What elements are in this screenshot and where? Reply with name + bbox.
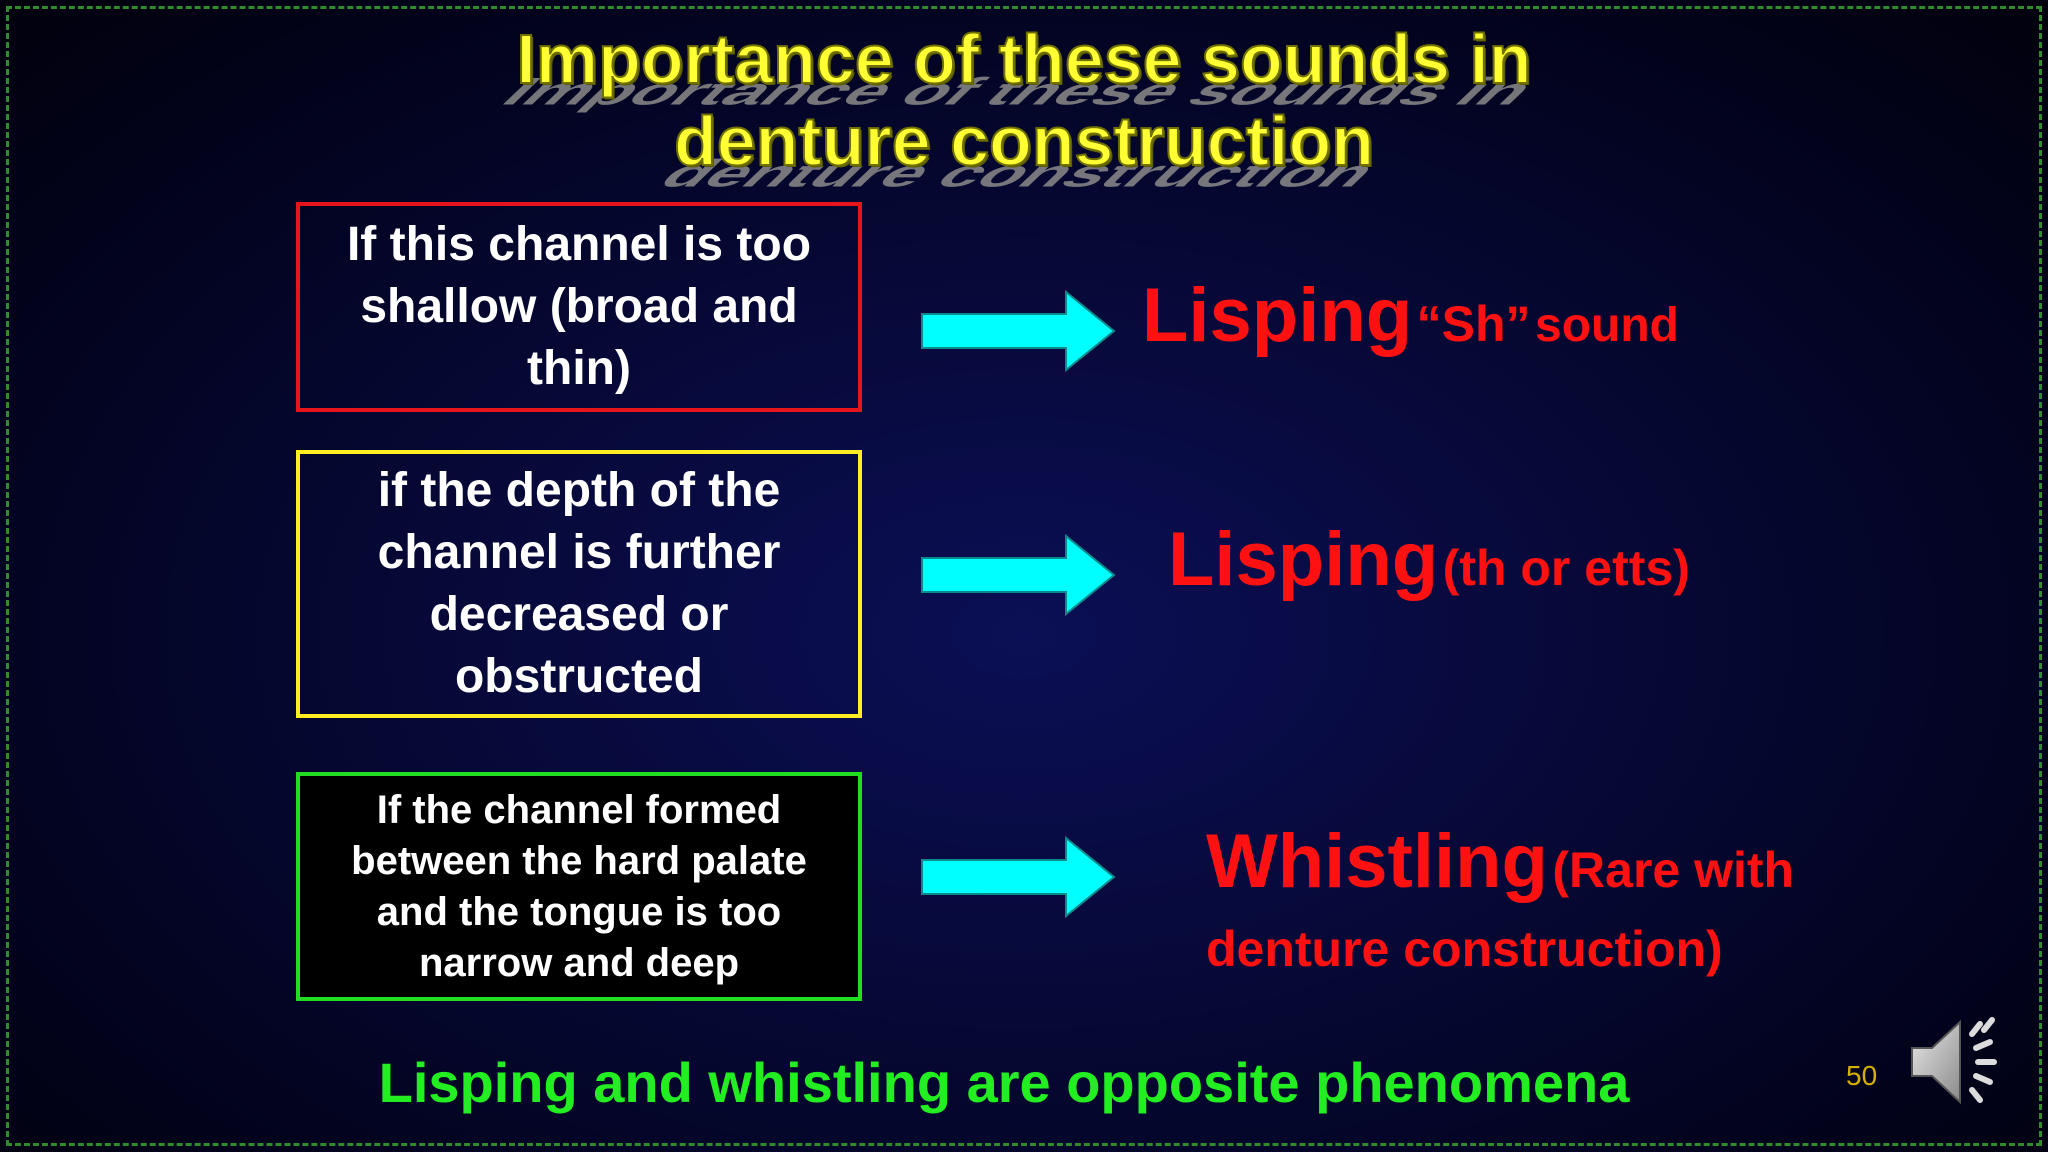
condition-box-depth: if the depth of the channel is further d…: [296, 450, 862, 718]
result-whistling-main: Whistling: [1206, 819, 1548, 904]
page-number: 50: [1846, 1060, 1878, 1091]
right-arrow-icon: [921, 836, 1116, 918]
title-line-1-text: Importance of these sounds in: [515, 19, 1532, 99]
result-lisping-sh-quote: “Sh”: [1416, 296, 1531, 352]
result-whistling-detail-1: (Rare with: [1552, 842, 1795, 898]
condition-text-shallow: If this channel is too shallow (broad an…: [346, 218, 812, 395]
footer-text: Lisping and whistling are opposite pheno…: [378, 1051, 1630, 1114]
right-arrow-icon: [921, 534, 1116, 616]
condition-text-narrow: If the channel formed between the hard p…: [351, 787, 807, 985]
slide-title: Importance of these sounds in Importance…: [0, 18, 2048, 195]
speaker-icon[interactable]: [1908, 1012, 2008, 1112]
result-lisping-th-main: Lisping: [1168, 517, 1439, 602]
result-lisping-sh: Lisping “Sh” sound: [1142, 272, 1679, 359]
result-lisping-sh-main: Lisping: [1142, 273, 1413, 358]
right-arrow-icon: [921, 290, 1116, 372]
condition-box-shallow: If this channel is too shallow (broad an…: [296, 202, 862, 412]
condition-text-depth: if the depth of the channel is further d…: [377, 464, 781, 703]
result-lisping-th-detail: (th or etts): [1442, 540, 1690, 596]
result-lisping-th: Lisping (th or etts): [1168, 516, 1690, 603]
condition-box-narrow: If the channel formed between the hard p…: [296, 772, 862, 1001]
footer-statement: Lisping and whistling are opposite pheno…: [0, 1050, 2048, 1116]
result-whistling-detail-2: denture construction): [1206, 921, 1723, 977]
title-line-2-text: denture construction: [673, 101, 1375, 181]
result-whistling: Whistling (Rare with denture constructio…: [1206, 824, 1795, 979]
title-line-2: denture construction denture constructio…: [0, 100, 2048, 195]
title-line-1: Importance of these sounds in Importance…: [0, 18, 2048, 113]
result-lisping-sh-sound: sound: [1535, 299, 1679, 352]
